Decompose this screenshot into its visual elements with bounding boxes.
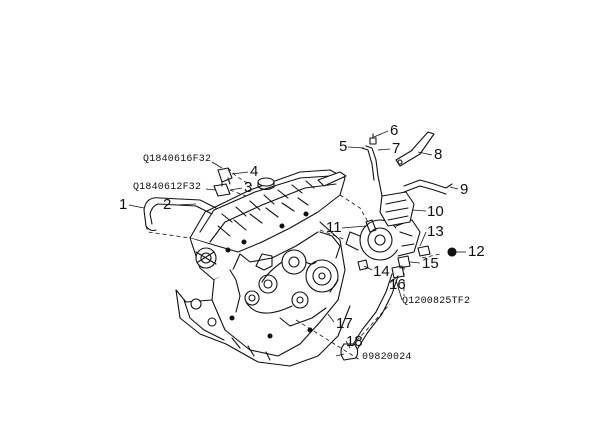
- pipe-part-17: [351, 273, 399, 349]
- bolt-part-6: [369, 133, 377, 145]
- turbocharger: [345, 219, 421, 261]
- hose-part-1: [143, 197, 161, 232]
- leader-lines: [128, 130, 466, 357]
- part-code-mid-left: Q1840612F32: [133, 182, 202, 193]
- callout-18: 18: [346, 333, 363, 350]
- pipe-part-5: [361, 145, 383, 197]
- callout-3: 3: [244, 179, 253, 196]
- callout-16: 16: [389, 276, 406, 293]
- part-code-bottom: 09820024: [362, 352, 412, 363]
- hose-part-2: [157, 197, 217, 215]
- part-code-upper-left: Q1840616F32: [143, 154, 212, 165]
- part-13: [417, 245, 431, 257]
- part-14: [357, 259, 369, 271]
- part-10-housing: [379, 191, 415, 227]
- callout-11: 11: [326, 219, 342, 236]
- assembly-dashed-lines: [145, 167, 441, 361]
- part-15: [397, 255, 411, 269]
- callout-12: 12: [468, 243, 485, 260]
- callout-10: 10: [427, 203, 444, 220]
- callout-4: 4: [250, 163, 259, 180]
- callout-13: 13: [427, 223, 444, 240]
- callout-9: 9: [460, 181, 469, 198]
- callout-15: 15: [422, 255, 439, 272]
- nut-part-12: [447, 247, 457, 257]
- part-11: [365, 219, 377, 233]
- callout-6: 6: [390, 122, 399, 139]
- callout-14: 14: [373, 263, 390, 280]
- callout-5: 5: [339, 138, 348, 155]
- part-8-bracket: [395, 131, 435, 167]
- callout-2: 2: [163, 196, 172, 213]
- engine-assembly: [175, 169, 351, 367]
- callout-17: 17: [336, 315, 353, 332]
- pipe-part-9: [403, 179, 453, 195]
- fitting-part-18: [340, 343, 359, 361]
- callout-1: 1: [119, 196, 128, 213]
- callout-8: 8: [434, 146, 443, 163]
- callout-7: 7: [392, 140, 401, 157]
- part-code-right: Q1200825TF2: [402, 296, 471, 307]
